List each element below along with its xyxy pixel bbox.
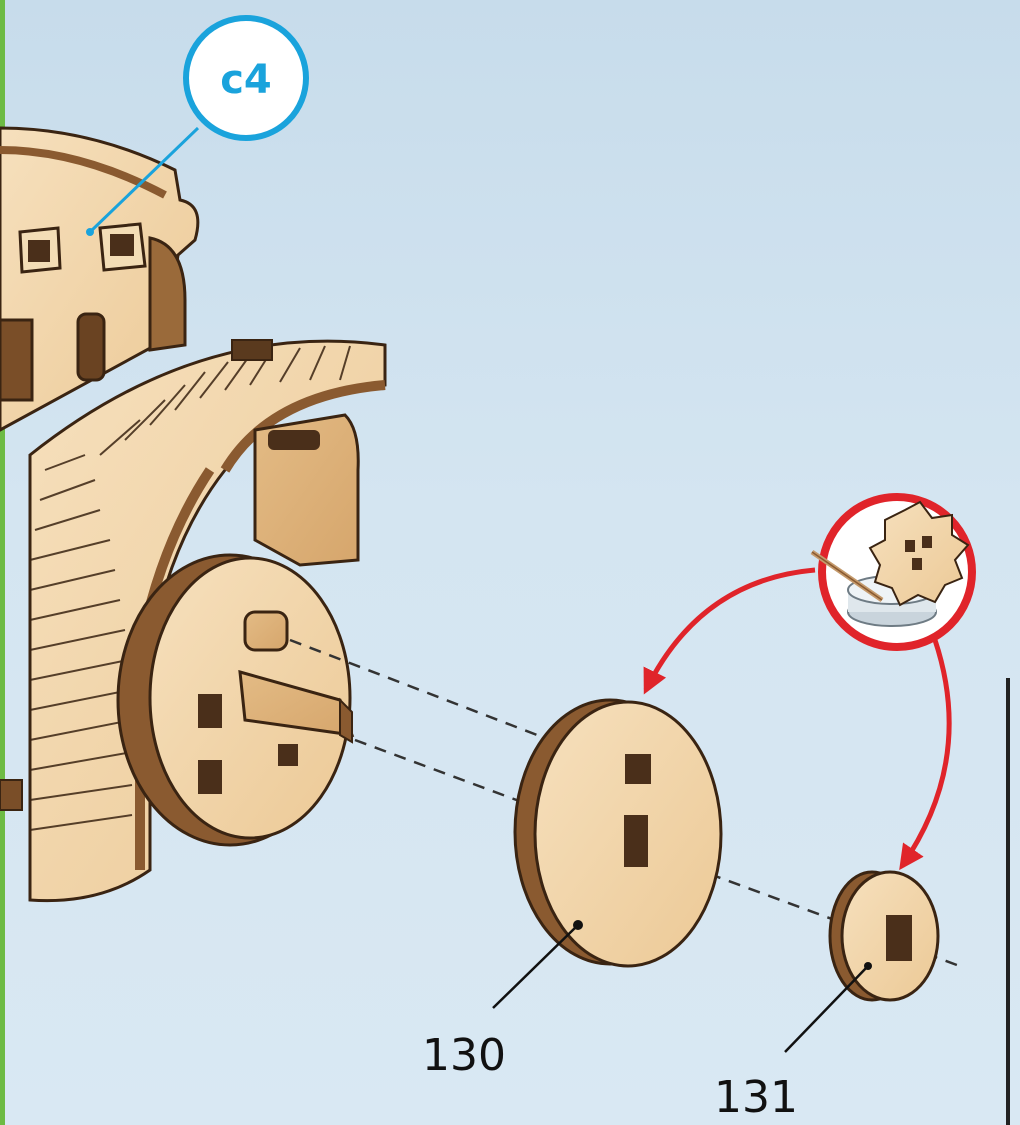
glue-application-icon: [812, 497, 972, 647]
part-label-130: 130: [422, 1030, 506, 1081]
part-131-disc: [830, 872, 938, 1000]
glue-arrow-130: [646, 570, 815, 690]
part-130-disc: [515, 700, 721, 966]
leader-131: [785, 966, 868, 1052]
step-tag: c4: [86, 18, 306, 236]
mounted-wheel: [118, 555, 352, 845]
glue-arrow-131: [902, 640, 949, 866]
part-label-131: 131: [714, 1072, 798, 1123]
leader-130: [493, 925, 578, 1008]
step-tag-label: c4: [220, 57, 272, 103]
